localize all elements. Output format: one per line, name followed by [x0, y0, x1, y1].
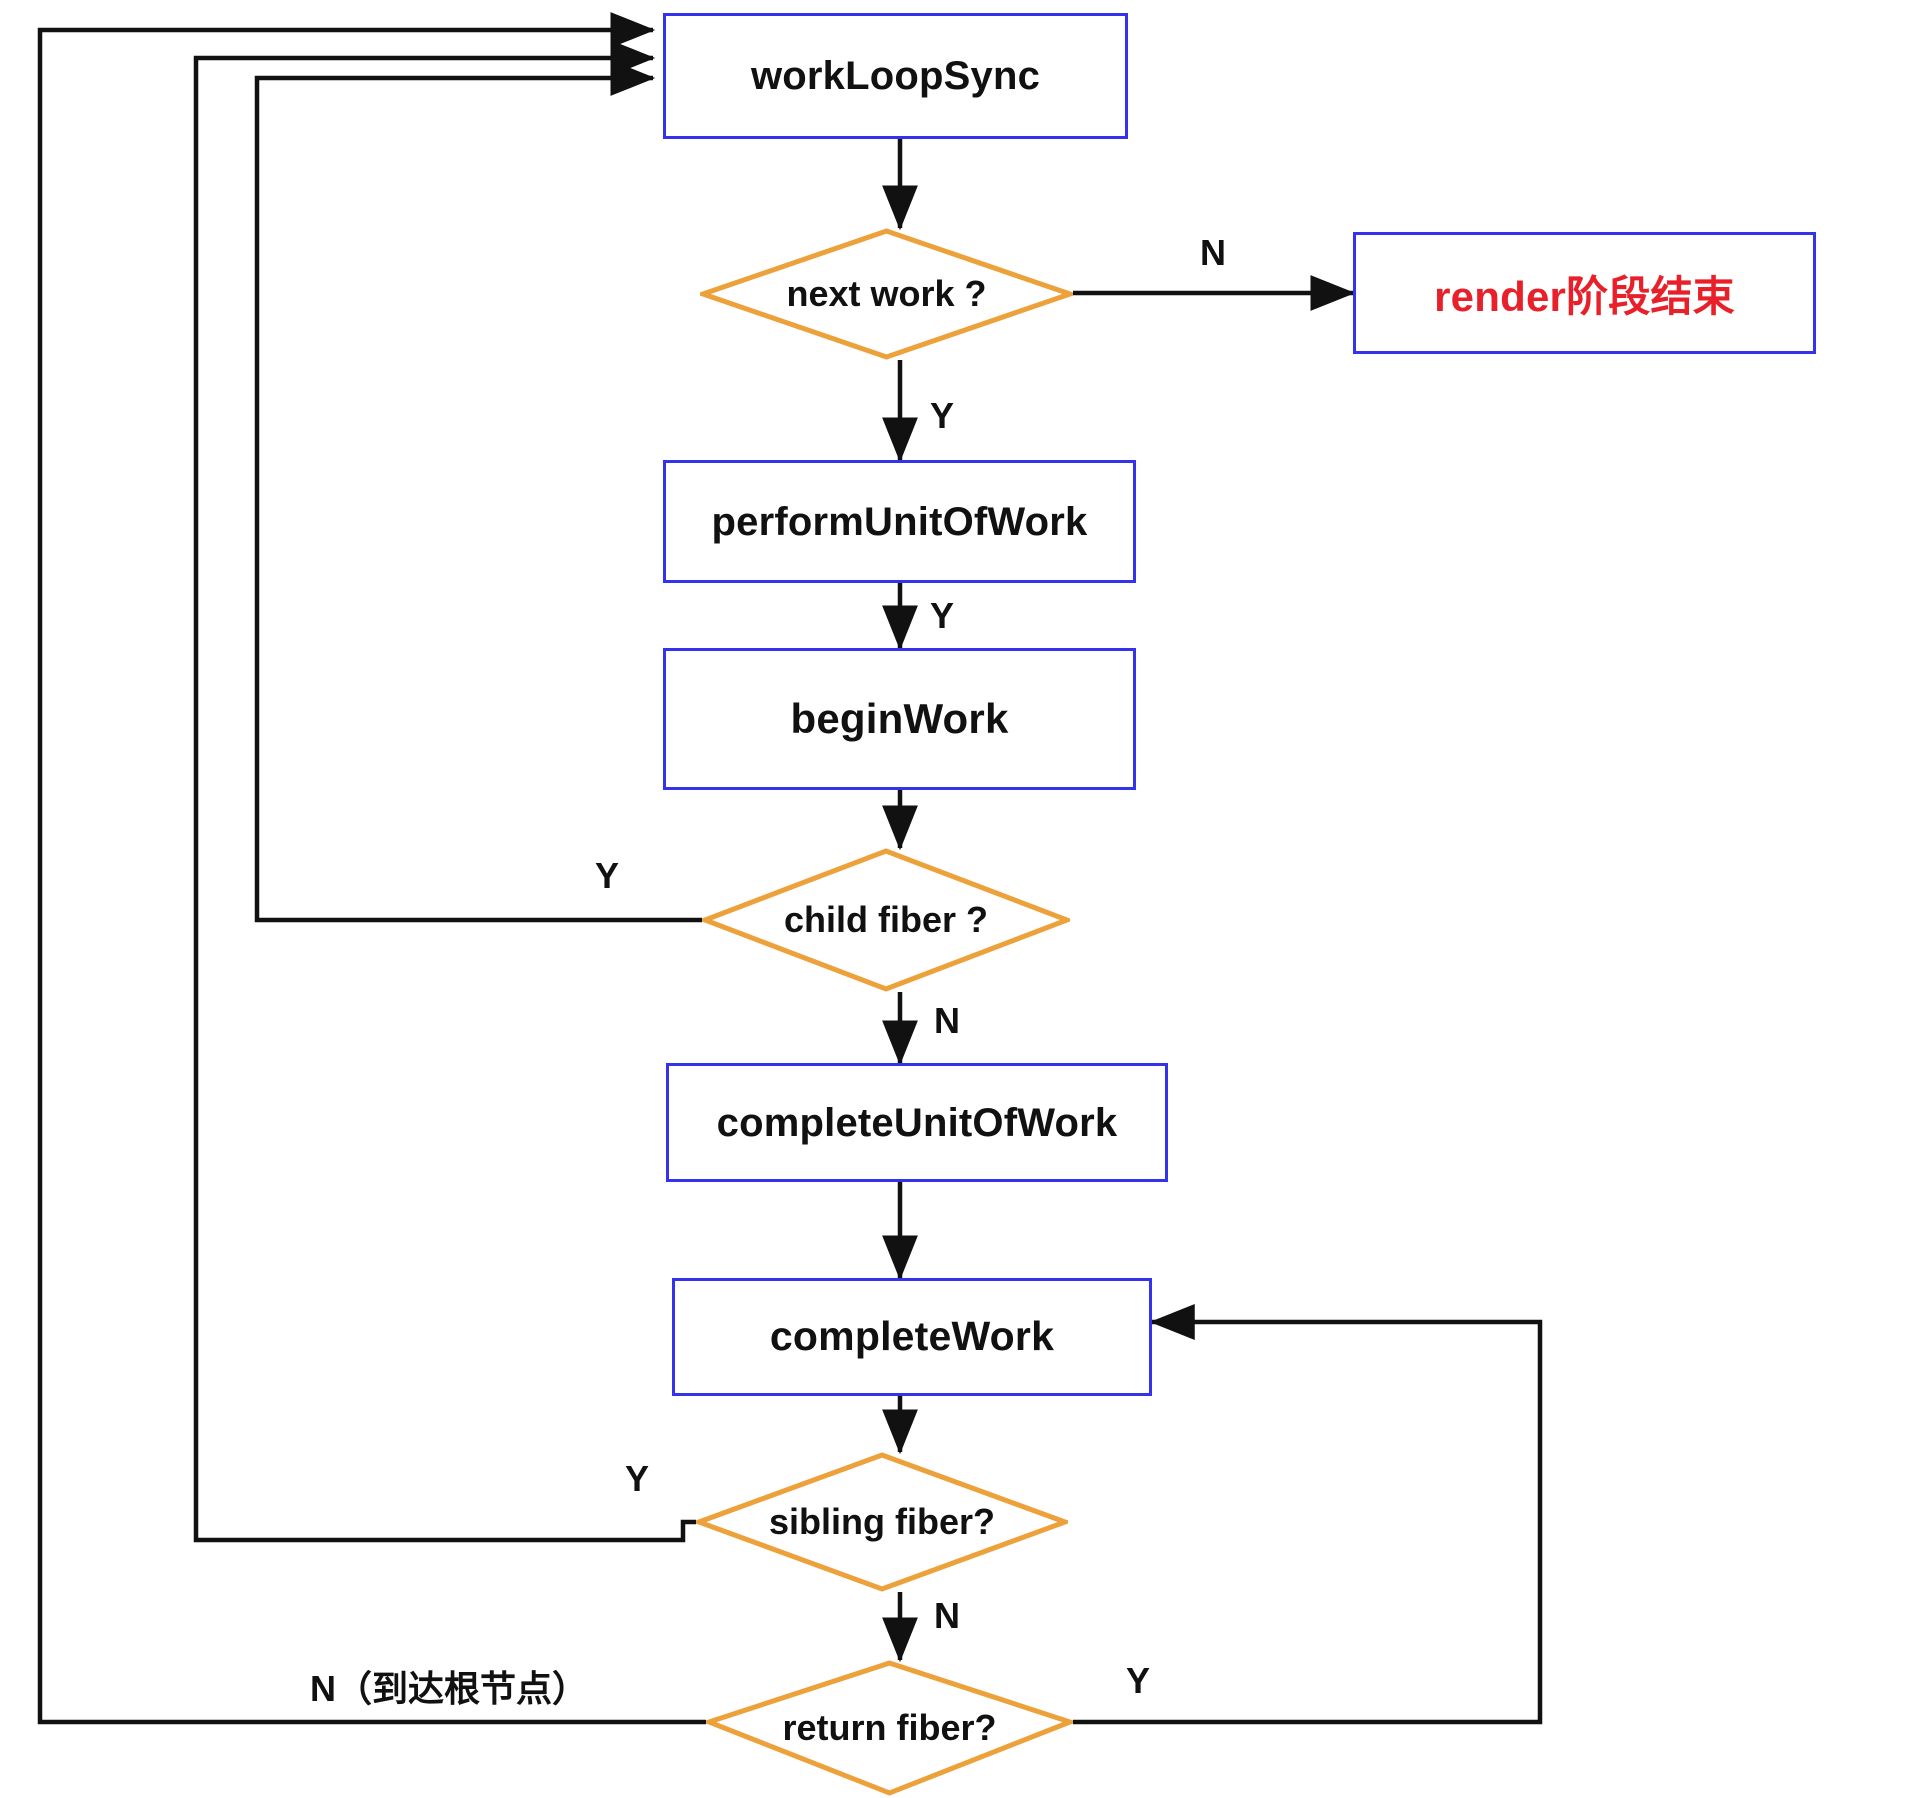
- node-workloopsync[interactable]: workLoopSync: [663, 13, 1128, 139]
- edge-label-siblingfiber-no: N: [934, 1595, 960, 1636]
- node-returnfiber-label: return fiber?: [782, 1707, 997, 1748]
- edge-childfiber-yes-to-workloopsync: [254, 60, 702, 923]
- decision-shape: [706, 1660, 1073, 1796]
- node-siblingfiber-label: sibling fiber?: [768, 1501, 995, 1542]
- node-renderend-label: render阶段结束: [1434, 272, 1735, 320]
- edge-label-nextwork-yes: Y: [930, 395, 955, 436]
- node-workloopsync-label: workLoopSync: [750, 54, 1041, 98]
- edge-label-childfiber-no: N: [934, 1000, 960, 1041]
- edge-siblingfiber-yes-to-workloopsync: [193, 40, 696, 1543]
- decision-shape: [700, 228, 1073, 360]
- edge-label-nextwork-no: N: [1200, 232, 1226, 273]
- node-nextwork[interactable]: next work ?: [700, 228, 1073, 360]
- node-nextwork-label: next work ?: [786, 273, 987, 314]
- edge-label-childfiber-yes: Y: [595, 855, 620, 896]
- node-childfiber[interactable]: child fiber ?: [702, 848, 1070, 992]
- decision-shape: [696, 1452, 1068, 1592]
- node-siblingfiber[interactable]: sibling fiber?: [696, 1452, 1068, 1592]
- edge-label-returnfiber-yes: Y: [1126, 1660, 1151, 1701]
- node-returnfiber[interactable]: return fiber?: [706, 1660, 1073, 1796]
- node-completework[interactable]: completeWork: [672, 1278, 1152, 1396]
- edge-label-siblingfiber-yes: Y: [625, 1458, 650, 1499]
- node-performunitofwork-label: performUnitOfWork: [711, 499, 1088, 544]
- edge-label-returnfiber-no: N（到达根节点）: [310, 1668, 588, 1709]
- node-completework-label: completeWork: [769, 1313, 1055, 1360]
- node-childfiber-label: child fiber ?: [783, 899, 988, 940]
- decision-shape: [702, 848, 1070, 992]
- node-beginwork-label: beginWork: [790, 694, 1009, 742]
- node-beginwork[interactable]: beginWork: [663, 648, 1136, 790]
- node-completeunitofwork[interactable]: completeUnitOfWork: [666, 1063, 1168, 1182]
- node-renderend[interactable]: render阶段结束: [1353, 232, 1816, 354]
- node-completeunitofwork-label: completeUnitOfWork: [716, 1100, 1118, 1145]
- node-performunitofwork[interactable]: performUnitOfWork: [663, 460, 1136, 583]
- edge-label-perform-yes: Y: [930, 595, 955, 636]
